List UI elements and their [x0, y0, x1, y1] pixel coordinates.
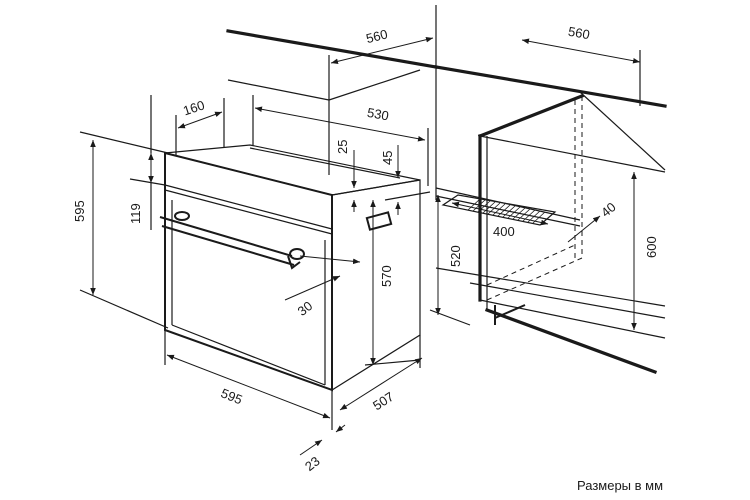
dim-23: 23 — [302, 453, 323, 474]
mounting-bracket — [365, 211, 393, 231]
dim-560-right: 560 — [567, 24, 591, 43]
dim-600: 600 — [644, 236, 659, 258]
dim-400: 400 — [493, 224, 515, 239]
dim-119: 119 — [128, 203, 143, 224]
dim-570: 570 — [379, 265, 394, 287]
dim-595-height: 595 — [72, 200, 87, 222]
units-caption: Размеры в мм — [577, 478, 664, 493]
dim-520: 520 — [448, 245, 463, 267]
oven-handle — [159, 211, 305, 270]
dim-595-width: 595 — [219, 385, 245, 407]
dimension-lines — [79, 36, 641, 456]
dim-30: 30 — [295, 298, 316, 319]
dim-40: 40 — [598, 199, 619, 220]
dim-560-top: 560 — [364, 26, 389, 46]
dim-160: 160 — [181, 97, 206, 118]
dim-25: 25 — [335, 140, 350, 154]
dim-507: 507 — [370, 389, 396, 413]
dim-45: 45 — [380, 151, 395, 165]
dim-530: 530 — [366, 105, 390, 124]
cabinet-niche — [226, 5, 667, 375]
